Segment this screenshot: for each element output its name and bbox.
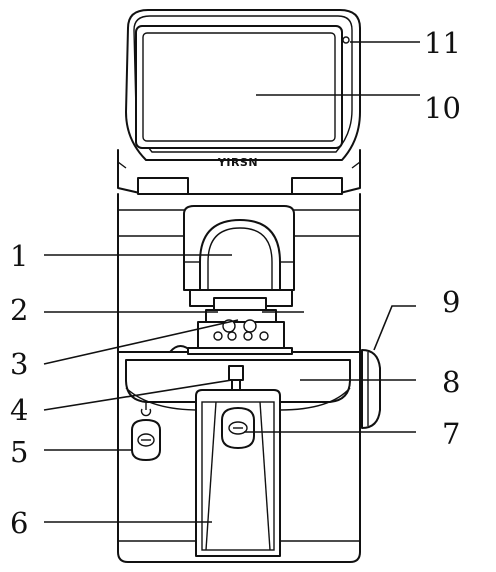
lens-marker (228, 365, 244, 391)
leader-4 (43, 379, 233, 411)
callout-1: 1 (10, 239, 28, 273)
callout-3: 3 (10, 347, 28, 381)
callout-labels: 1 2 3 4 5 6 7 8 9 10 11 (10, 26, 461, 540)
lens-table-slide (195, 389, 281, 557)
callout-6: 6 (10, 506, 28, 540)
power-icon (140, 403, 152, 417)
lens-table (117, 345, 361, 355)
callout-11: 11 (424, 26, 461, 60)
callout-8: 8 (442, 365, 460, 399)
callout-2: 2 (10, 293, 28, 327)
indicator-light (342, 36, 350, 44)
upper-lens-holder (183, 205, 295, 291)
callout-4: 4 (10, 393, 28, 427)
display-hinge (117, 149, 361, 195)
lens-clamp-assembly (189, 289, 304, 349)
callout-5: 5 (10, 435, 28, 469)
display-head: YIRSN (125, 9, 361, 169)
marking-lever (361, 349, 381, 429)
leader-9 (373, 305, 416, 351)
leader-3 (43, 319, 239, 365)
touch-screen (142, 32, 336, 142)
callout-7: 7 (442, 417, 460, 451)
power-switch[interactable] (131, 419, 161, 461)
callout-10: 10 (424, 91, 461, 125)
callout-9: 9 (442, 285, 460, 319)
brand-logo: YIRSN (217, 156, 258, 169)
leader-lines (43, 41, 420, 523)
